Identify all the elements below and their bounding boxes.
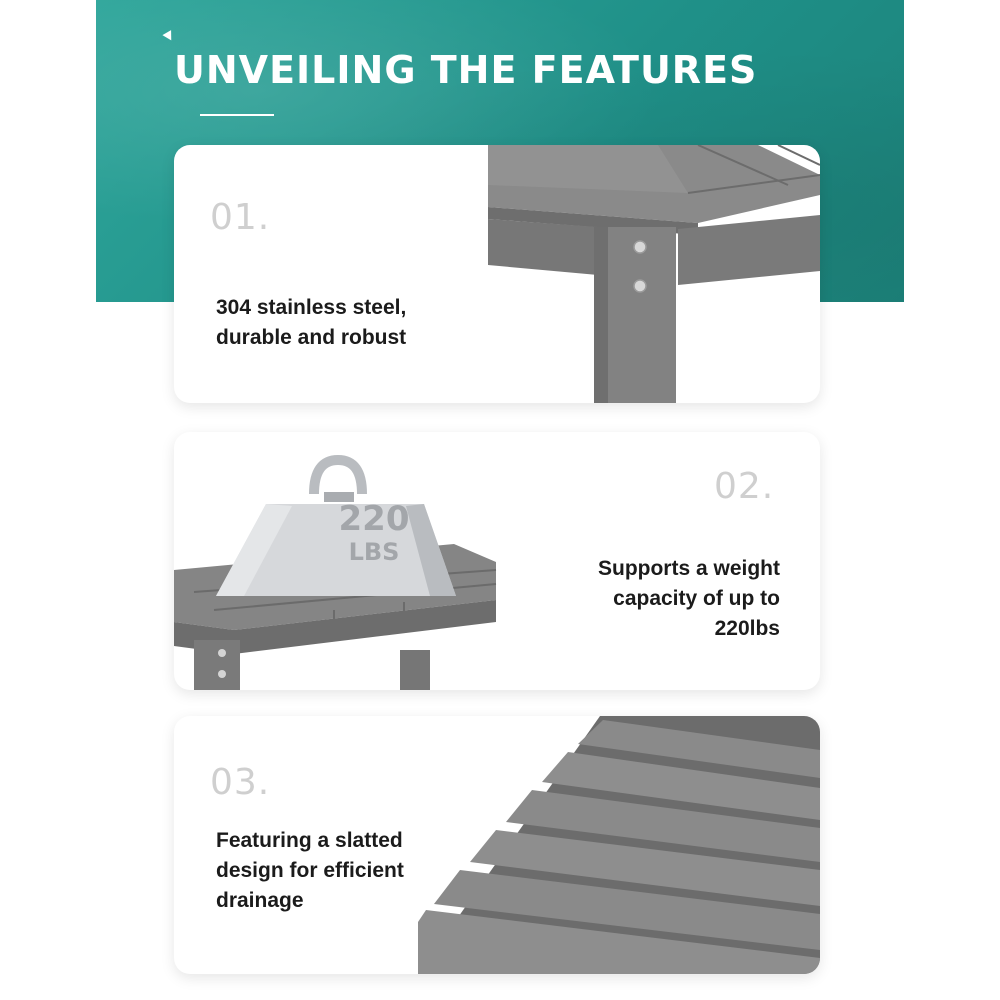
feature-card-1: 01. 304 stainless steel, durable and rob…	[174, 145, 820, 403]
feature-number: 02.	[714, 466, 775, 507]
feature-description-line: capacity of up to	[613, 587, 780, 610]
feature-description-line: Supports a weight	[597, 557, 780, 580]
feature-card-3: 03. Featuring a slatted design for effic…	[174, 716, 820, 974]
weight-unit-label: LBS	[349, 538, 400, 566]
feature-description-line: 220lbs	[714, 617, 780, 640]
page-title: UNVEILING THE FEATURES	[174, 48, 758, 92]
feature-description-line: drainage	[216, 889, 304, 912]
feature-number: 01.	[210, 197, 271, 238]
feature-description-line: Featuring a slatted	[216, 829, 403, 852]
feature-description-line: durable and robust	[216, 326, 407, 349]
feature-number: 03.	[210, 762, 271, 803]
feature-description: Featuring a slatted design for efficient…	[216, 826, 516, 916]
table-corner-image	[488, 145, 820, 403]
title-underline	[200, 114, 274, 116]
weight-number-label: 220	[339, 499, 410, 539]
feature-description-line: 304 stainless steel,	[216, 296, 407, 319]
feature-description-line: design for efficient	[216, 859, 404, 882]
feature-description: Supports a weight capacity of up to 220l…	[474, 554, 780, 644]
feature-card-2: 02. Supports a weight capacity of up to …	[174, 432, 820, 690]
weight-on-table-image: 220 LBS	[174, 454, 497, 690]
feature-description: 304 stainless steel, durable and robust	[216, 293, 516, 353]
slatted-tabletop-image	[418, 716, 820, 974]
